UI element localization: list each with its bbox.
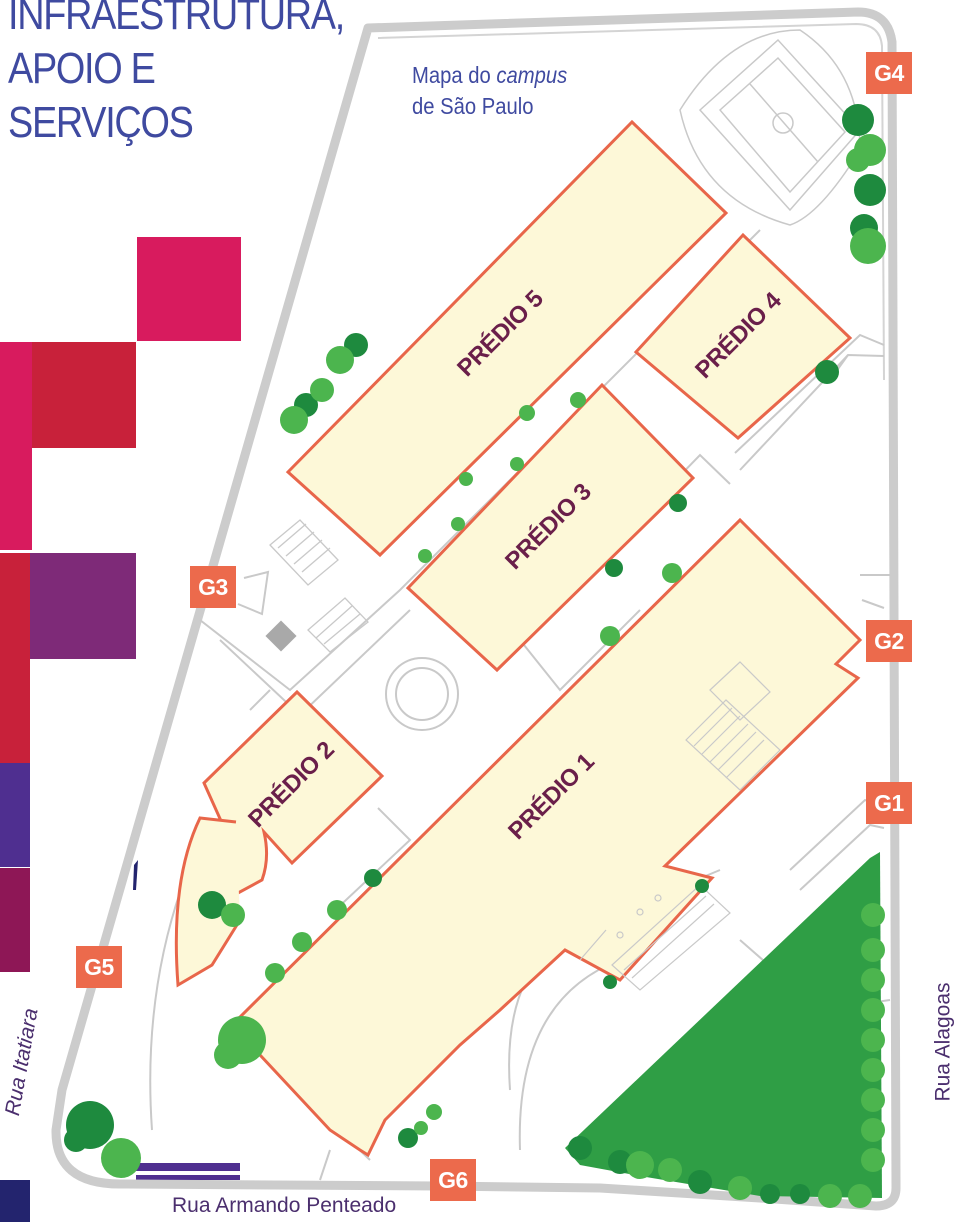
map-title-prefix: Mapa do: [412, 62, 497, 88]
map-title-italic: campus: [496, 62, 568, 88]
gate-g2: G2: [866, 620, 912, 662]
perimeter-road: [51, 7, 901, 1211]
building-4: [633, 232, 853, 440]
gate-g6: G6: [430, 1159, 476, 1201]
section-heading: INFRAESTRUTURA, APOIO E SERVIÇOS: [8, 0, 345, 150]
building-5: [285, 119, 729, 558]
building-3: [405, 382, 696, 673]
map-title: Mapa do campus de São Paulo: [412, 60, 567, 122]
map-title-line-2: de São Paulo: [412, 93, 534, 119]
heading-line-1: INFRAESTRUTURA,: [8, 0, 345, 39]
gate-g5: G5: [76, 946, 122, 988]
gate-g1: G1: [866, 782, 912, 824]
street-alagoas: Rua Alagoas: [931, 982, 955, 1102]
trees: [64, 104, 886, 1208]
gate-g3: G3: [190, 566, 236, 608]
heading-line-2: APOIO E: [8, 44, 156, 93]
street-armando-penteado: Rua Armando Penteado: [172, 1194, 397, 1217]
plaza-fountain: [385, 657, 459, 731]
green-area: [565, 852, 882, 1198]
decorative-squares: [0, 237, 241, 1222]
building-1: [229, 517, 863, 1158]
gate-g4: G4: [866, 52, 912, 94]
heading-line-3: SERVIÇOS: [8, 98, 194, 147]
